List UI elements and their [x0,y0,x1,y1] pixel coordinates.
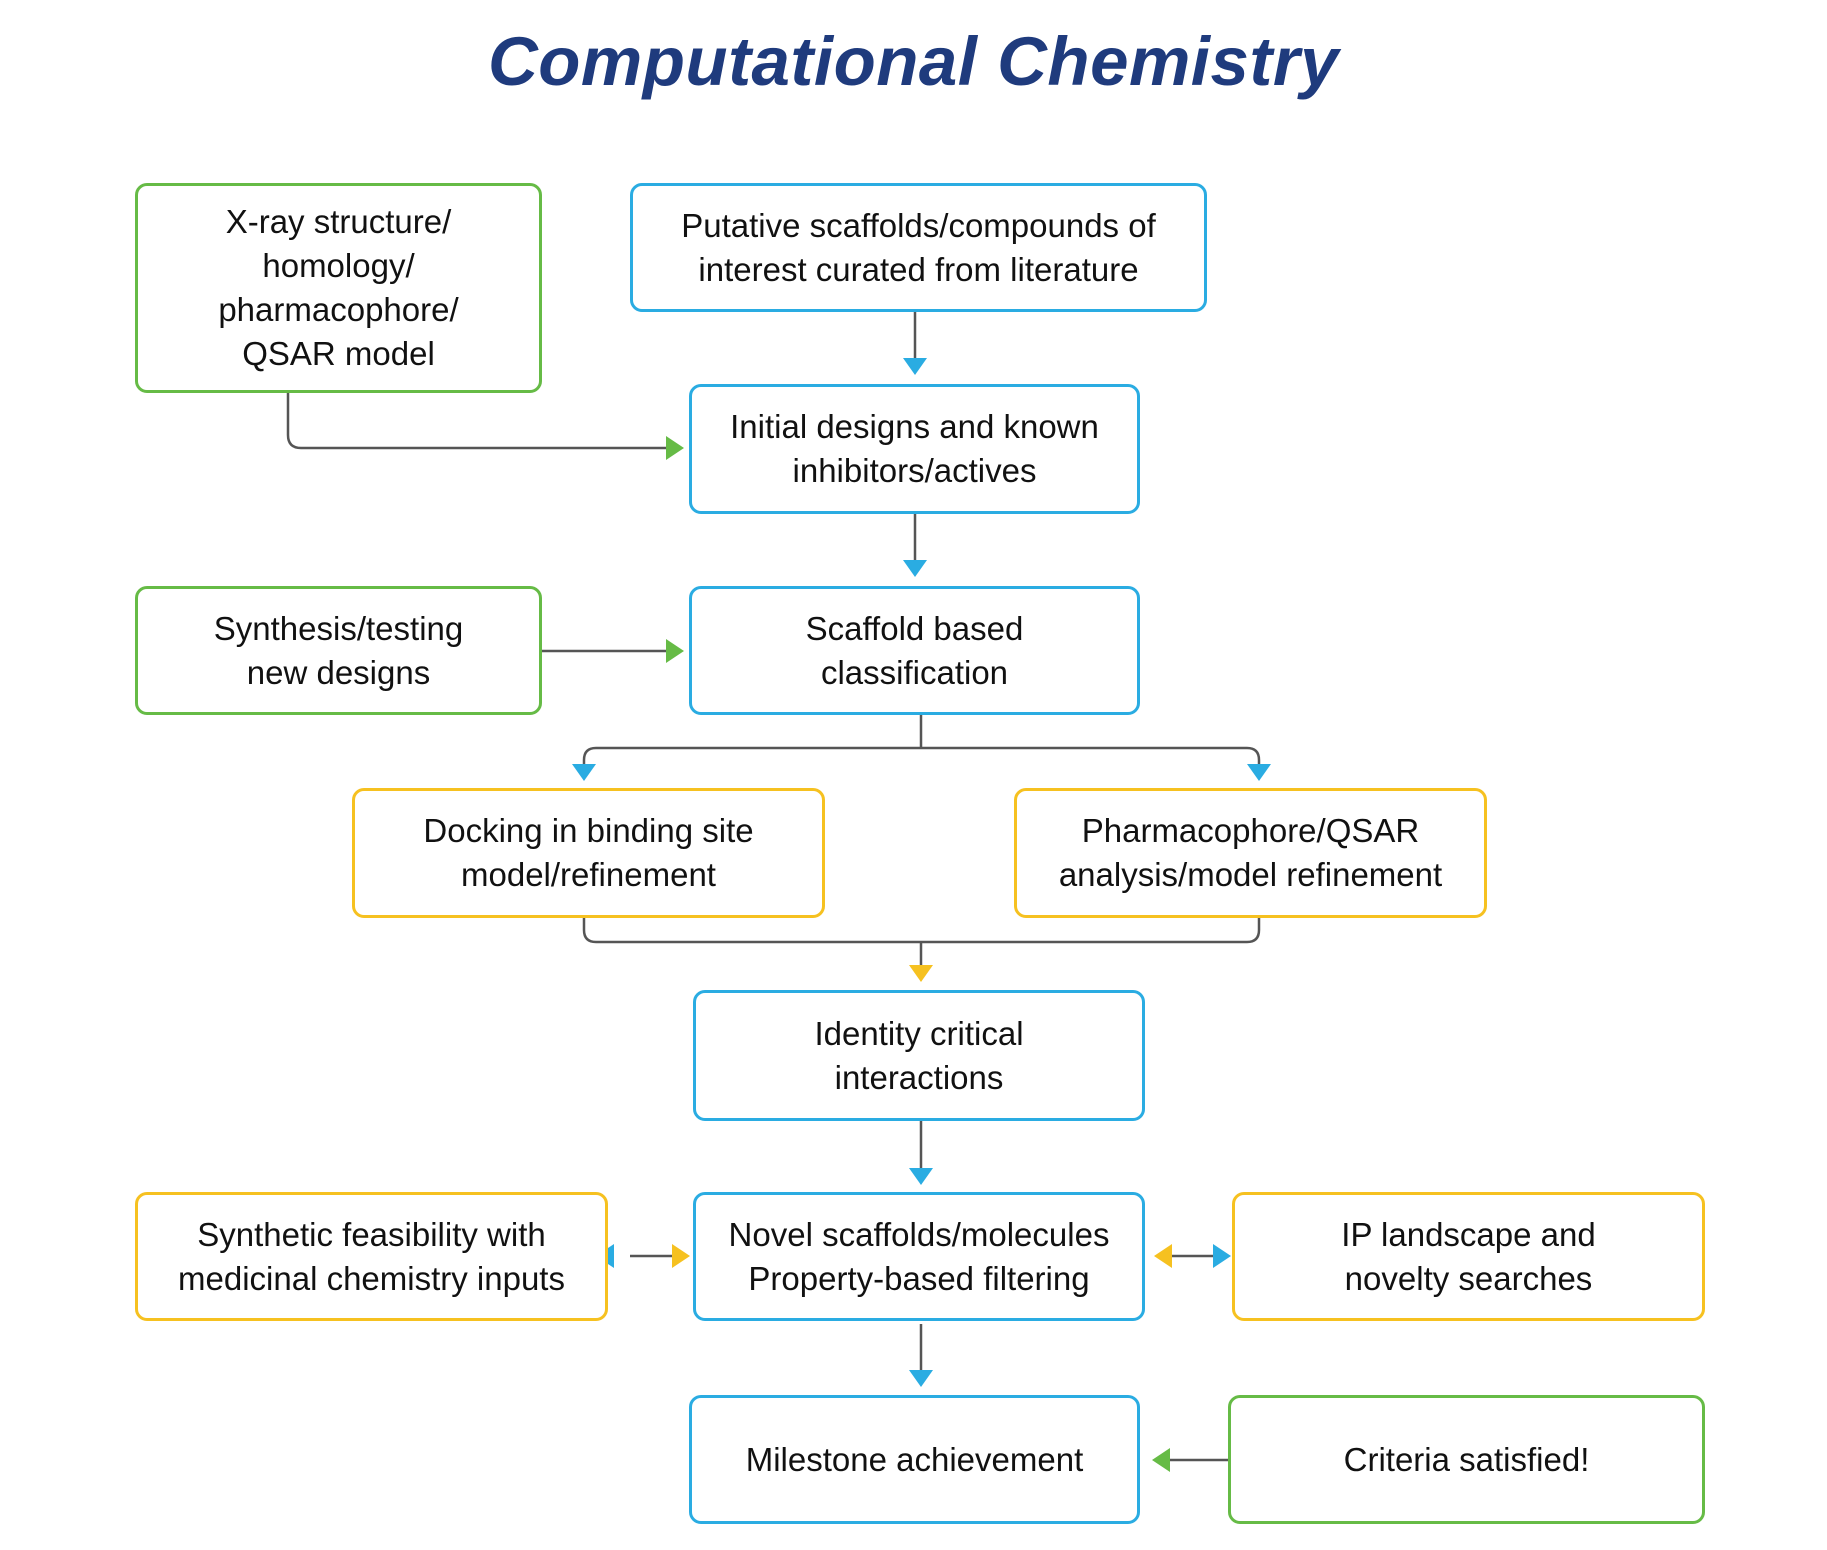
edge-merge-identity [582,918,1261,967]
node-label: Putative scaffolds/compounds of interest… [681,206,1156,288]
node-synthetic-feasibility: Synthetic feasibility with medicinal che… [135,1192,608,1321]
node-ip-landscape: IP landscape and novelty searches [1232,1192,1705,1321]
node-label: Criteria satisfied! [1343,1440,1590,1478]
edge-xray-initial [286,393,668,450]
node-pharmacophore-qsar: Pharmacophore/QSAR analysis/model refine… [1014,788,1487,918]
node-milestone: Milestone achievement [689,1395,1140,1524]
arrowhead [1247,764,1271,781]
node-label: Docking in binding site model/refinement [423,812,754,893]
node-scaffold-classification: Scaffold based classification [689,586,1140,715]
arrowhead [572,764,596,781]
edge-scaffold-split [582,715,1261,765]
node-label: Synthesis/testing new designs [213,609,464,691]
node-synthesis-testing: Synthesis/testing new designs [135,586,542,715]
arrowhead [672,1244,690,1268]
node-label: Identity critical interactions [814,1014,1024,1096]
node-xray-structure: X-ray structure/ homology/ pharmacophore… [135,183,542,393]
arrowhead [1154,1244,1172,1268]
diagram-title: Computational Chemistry [487,23,1340,100]
node-label: Initial designs and known inhibitors/act… [730,408,1099,489]
node-label: X-ray structure/ homology/ pharmacophore… [218,203,459,372]
node-criteria-satisfied: Criteria satisfied! [1228,1395,1705,1524]
node-putative-scaffolds: Putative scaffolds/compounds of interest… [630,183,1207,312]
node-label: Milestone achievement [745,1440,1084,1478]
node-label: Synthetic feasibility with medicinal che… [178,1215,565,1297]
arrowhead [1213,1244,1231,1268]
node-docking: Docking in binding site model/refinement [352,788,825,918]
arrowhead [909,965,933,982]
arrowhead [903,358,927,375]
arrowhead [1152,1448,1170,1472]
node-label: Scaffold based classification [805,609,1024,691]
node-label: IP landscape and novelty searches [1341,1215,1596,1297]
arrowhead [903,560,927,577]
arrowhead [909,1168,933,1185]
node-initial-designs: Initial designs and known inhibitors/act… [689,384,1140,514]
node-identity-interactions: Identity critical interactions [693,990,1145,1121]
node-label: Pharmacophore/QSAR analysis/model refine… [1058,812,1443,893]
node-label: Novel scaffolds/molecules Property-based… [728,1215,1110,1297]
arrowhead [909,1370,933,1387]
arrowhead [666,436,684,460]
arrowhead [666,639,684,663]
node-novel-scaffolds: Novel scaffolds/molecules Property-based… [693,1192,1145,1321]
